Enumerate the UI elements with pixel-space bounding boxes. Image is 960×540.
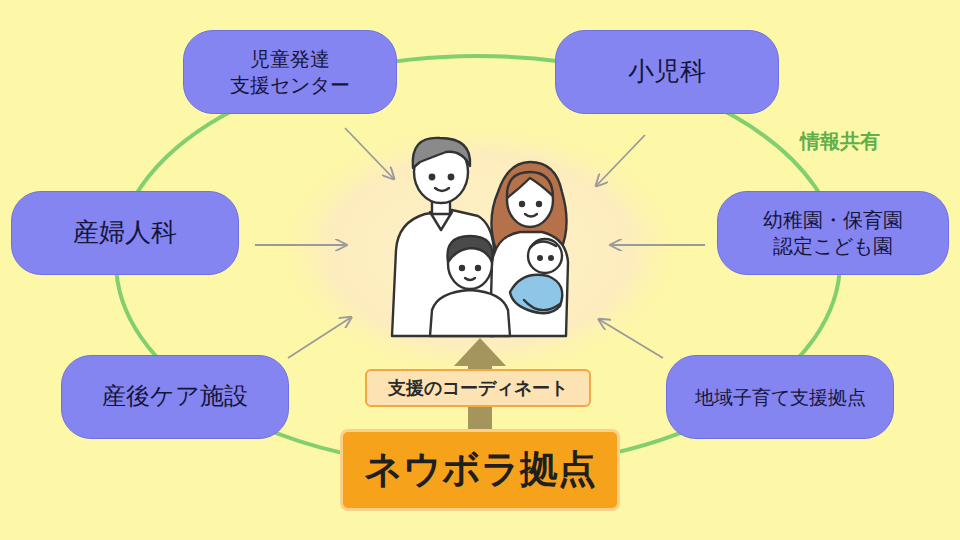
node-text: ネウボラ拠点 (364, 445, 596, 494)
annotation-label: 情報共有 (796, 128, 884, 155)
node-text: 幼稚園・保育園 認定こども園 (741, 207, 925, 259)
coordinate-label-box: 支援のコーディネート (365, 369, 591, 407)
node-text: 児童発達 支援センター (207, 46, 373, 98)
facility-box: 幼稚園・保育園 認定こども園 (717, 191, 949, 275)
node-text: 小児科 (628, 55, 706, 89)
facility-box: 児童発達 支援センター (183, 30, 397, 114)
facility-box: 産婦人科 (11, 191, 239, 275)
facility-box: 地域子育て支援拠点 (666, 355, 894, 439)
pointer-arrows (255, 128, 705, 358)
node-text: 地域子育て支援拠点 (695, 385, 866, 410)
facility-box: 産後ケア施設 (61, 355, 289, 439)
node-text: 産後ケア施設 (102, 381, 248, 412)
node-text: 支援のコーディネート (388, 376, 568, 399)
facility-box: 小児科 (555, 30, 779, 114)
hub-box: ネウボラ拠点 (340, 429, 620, 511)
node-text: 産婦人科 (73, 216, 177, 250)
family-illustration (392, 138, 568, 336)
